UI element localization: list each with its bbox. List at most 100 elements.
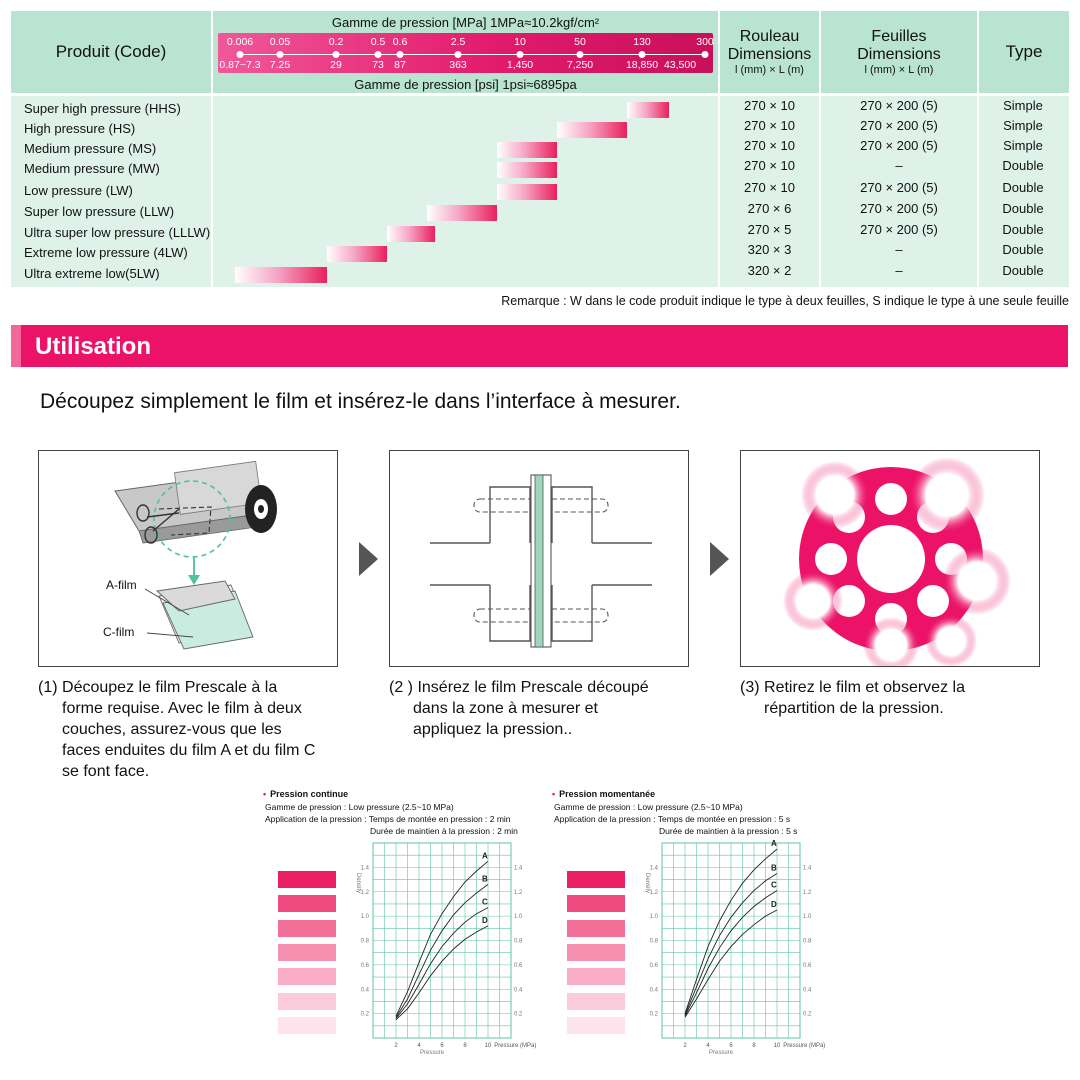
density-swatch [567,1016,625,1034]
step-number: (2 ) [389,679,413,696]
series-label: C [482,898,488,907]
mpa-tick-label: 0.05 [269,36,291,48]
step-text: Insérez le film Prescale découpé [417,679,649,696]
series-line [684,909,778,1018]
scale-point-icon [576,51,584,58]
scale-point-icon [701,51,709,58]
pressure-range-bar [235,267,328,283]
flange-illustration [430,474,652,648]
y-tick-label-right: 0.6 [803,963,812,969]
series-label: B [771,863,777,872]
psi-tick-label: 363 [449,59,467,71]
type-column-body [979,96,1069,287]
film-type: Simple [1003,98,1043,113]
scale-point-icon [236,51,244,58]
chart-subtitle: Gamme de pression : Low pressure (2.5~10… [554,802,743,812]
mpa-tick-label: 130 [633,36,651,48]
y-tick-label-right: 1.4 [803,865,812,871]
mpa-tick-label: 2.5 [450,36,466,48]
film-type: Double [1002,242,1044,257]
psi-tick-label: 1,450 [506,59,534,71]
y-tick-label: 1.0 [650,914,659,920]
product-name: Ultra super low pressure (LLLW) [24,225,211,240]
y-axis-label: Density [355,873,361,893]
step-text: se font face. [62,763,150,780]
density-swatch [567,871,625,888]
step-text: appliquez la pression.. [413,721,573,738]
series-line [684,890,778,1017]
step-line: (2 ) Insérez le film Prescale découpé [389,677,719,698]
step-line: (1) Découpez le film Prescale à la [38,677,368,698]
sheet-dimensions: 270 × 200 (5) [860,98,938,113]
cut-film-illustration [114,460,277,650]
sheet-dimensions: 270 × 200 (5) [860,201,938,216]
roll-dimensions: 270 × 10 [744,138,795,153]
pressure-range-header: Gamme de pression [MPa] 1MPa≈10.2kgf/cm²… [213,11,718,93]
step2-illustration [389,450,689,667]
density-swatch [567,919,625,937]
product-column-title: Produit (Code) [55,42,167,61]
density-swatch [567,943,625,961]
density-swatch [567,992,625,1010]
y-tick-label-right: 0.8 [803,939,812,945]
roll-dimensions: 270 × 10 [744,118,795,133]
type-column-header: Type [979,11,1069,93]
sheet-header-line2: Dimensions [857,46,941,63]
y-tick-label-right: 0.4 [803,987,812,993]
y-tick-label: 0.4 [650,987,659,993]
sheet-dimensions: 270 × 200 (5) [860,222,938,237]
y-tick-label: 0.8 [650,939,659,945]
sheet-dimensions: – [895,242,903,257]
chart-title: •Pression momentanée [552,789,655,799]
product-column-body [11,96,211,287]
step3-illustration [740,450,1040,673]
psi-tick-label: 7.25 [269,59,291,71]
y-tick-label-right: 0.2 [803,1012,812,1018]
chart-subtitle: Durée de maintien à la pression : 5 s [659,826,798,836]
step-text: Découpez le film Prescale à la [62,679,278,696]
y-tick-label-right: 1.0 [803,914,812,920]
product-name: Extreme low pressure (4LW) [24,245,188,260]
type-column-title: Type [1005,42,1043,61]
psi-tick-label: 73 [372,59,384,71]
y-tick-label: 0.6 [650,963,659,969]
x-tick-label: 10 [485,1043,492,1049]
y-tick-label-right: 1.4 [514,865,523,871]
product-name: Super low pressure (LLW) [24,204,175,219]
next-arrow-icon [710,542,729,576]
roll-dimensions: 270 × 6 [747,201,792,216]
density-swatch [278,943,336,961]
series-label: A [482,851,488,860]
density-swatch [278,1016,336,1034]
step-line: (3) Retirez le film et observez la [740,677,1070,698]
mpa-tick-label: 0.2 [328,36,344,48]
x-tick-label: 8 [752,1043,756,1049]
psi-tick-label: 18,850 [625,59,659,71]
chart-subtitle: Gamme de pression : Low pressure (2.5~10… [265,802,454,812]
product-name: Medium pressure (MS) [24,141,157,156]
y-axis-label: Density [644,873,650,893]
y-tick-label-right: 0.6 [514,963,523,969]
y-tick-label-right: 0.8 [514,939,523,945]
x-tick-label: 2 [683,1043,687,1049]
x-tick-label: 6 [440,1043,444,1049]
pressure-range-bar [627,102,669,118]
roll-dimensions: 270 × 10 [744,158,795,173]
roll-header-line2: Dimensions [727,46,812,63]
roll-column-header: Rouleau Dimensions l (mm) × L (m) [720,11,819,93]
series-line [395,884,489,1018]
y-tick-label: 1.4 [361,865,370,871]
scale-point-icon [374,51,382,58]
series-line [395,907,489,1019]
y-tick-label: 0.2 [650,1012,659,1018]
x-tick-label: 6 [729,1043,733,1049]
chart-subtitle: Application de la pression : Temps de mo… [554,814,791,824]
c-film-label: C-film [103,625,135,639]
x-tick-label: 4 [706,1043,710,1049]
psi-tick-label: 0.87~7.3 [219,59,261,71]
bullet-icon: • [552,789,556,799]
step-text: forme requise. Avec le film à deux [62,700,302,717]
